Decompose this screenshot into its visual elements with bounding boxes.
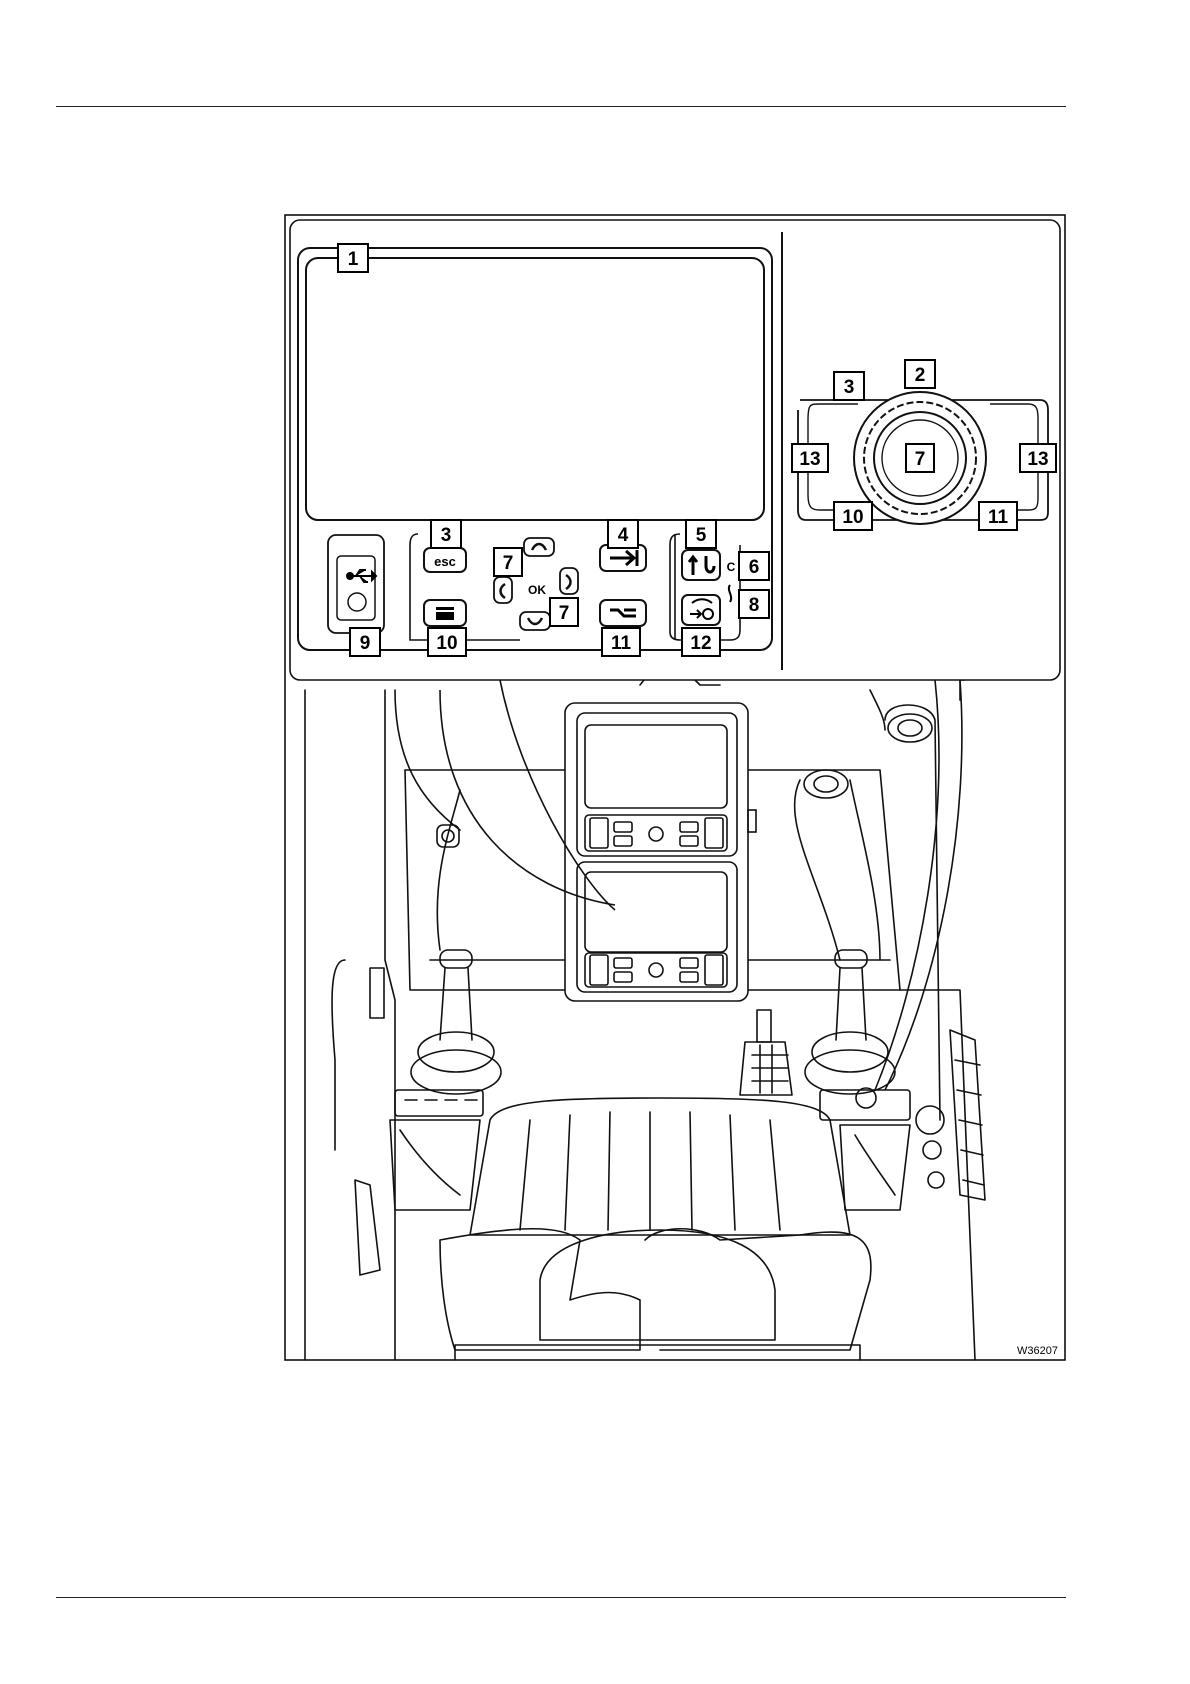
svg-text:3: 3 xyxy=(844,377,855,398)
svg-text:10: 10 xyxy=(842,507,863,528)
svg-text:7: 7 xyxy=(915,449,926,470)
callout-11-right: 11 xyxy=(979,502,1017,530)
arrow-right-key[interactable] xyxy=(560,568,578,594)
arrow-left-key[interactable] xyxy=(494,577,512,603)
callout-9: 9 xyxy=(350,628,380,656)
esc-key[interactable]: esc xyxy=(424,548,466,572)
callout-12: 12 xyxy=(682,628,720,656)
svg-text:7: 7 xyxy=(559,603,570,624)
callout-10-left: 10 xyxy=(428,628,466,656)
function-key-11[interactable] xyxy=(600,600,646,626)
console-displays xyxy=(565,703,756,1001)
svg-text:12: 12 xyxy=(690,633,711,654)
svg-text:5: 5 xyxy=(696,525,707,546)
callout-1: 1 xyxy=(338,244,368,272)
svg-text:10: 10 xyxy=(436,633,457,654)
svg-text:1: 1 xyxy=(348,249,359,270)
svg-text:2: 2 xyxy=(915,365,926,386)
arrow-down-key[interactable] xyxy=(520,612,550,630)
svg-text:13: 13 xyxy=(799,449,820,470)
arrow-up-key[interactable] xyxy=(524,538,554,556)
callout-2: 2 xyxy=(905,360,935,388)
c-indicator: C xyxy=(727,560,736,574)
svg-text:6: 6 xyxy=(749,557,760,578)
callout-13-left: 13 xyxy=(792,444,828,472)
callout-7-dial: 7 xyxy=(906,444,934,472)
panel-inset: esc OK xyxy=(290,220,1060,680)
callout-7-bottom: 7 xyxy=(550,598,578,626)
ok-key[interactable]: OK xyxy=(528,583,546,597)
callout-7-top: 7 xyxy=(494,548,522,576)
callout-3-right: 3 xyxy=(834,372,864,400)
callout-8: 8 xyxy=(739,590,769,618)
svg-text:4: 4 xyxy=(618,525,629,546)
callout-5: 5 xyxy=(686,520,716,548)
callout-4: 4 xyxy=(608,520,638,548)
c-indicator-label: C xyxy=(727,560,736,574)
svg-text:7: 7 xyxy=(503,553,514,574)
svg-text:9: 9 xyxy=(360,633,371,654)
svg-text:11: 11 xyxy=(988,507,1009,528)
menu-icon xyxy=(436,607,454,610)
svg-text:13: 13 xyxy=(1027,449,1048,470)
display-screen xyxy=(306,258,764,520)
figure-code: W36207 xyxy=(1017,1345,1058,1357)
callout-13-right: 13 xyxy=(1020,444,1056,472)
callout-3-left: 3 xyxy=(431,520,461,548)
esc-key-label: esc xyxy=(434,554,456,569)
callout-11-left: 11 xyxy=(602,628,640,656)
svg-text:8: 8 xyxy=(749,595,760,616)
ok-key-label: OK xyxy=(528,583,546,597)
hook-key[interactable] xyxy=(682,550,720,580)
camera-key[interactable] xyxy=(682,595,720,625)
callout-10-right: 10 xyxy=(834,502,872,530)
callout-6: 6 xyxy=(739,552,769,580)
svg-text:11: 11 xyxy=(611,633,632,654)
menu-key[interactable] xyxy=(424,600,466,626)
svg-text:3: 3 xyxy=(441,525,452,546)
